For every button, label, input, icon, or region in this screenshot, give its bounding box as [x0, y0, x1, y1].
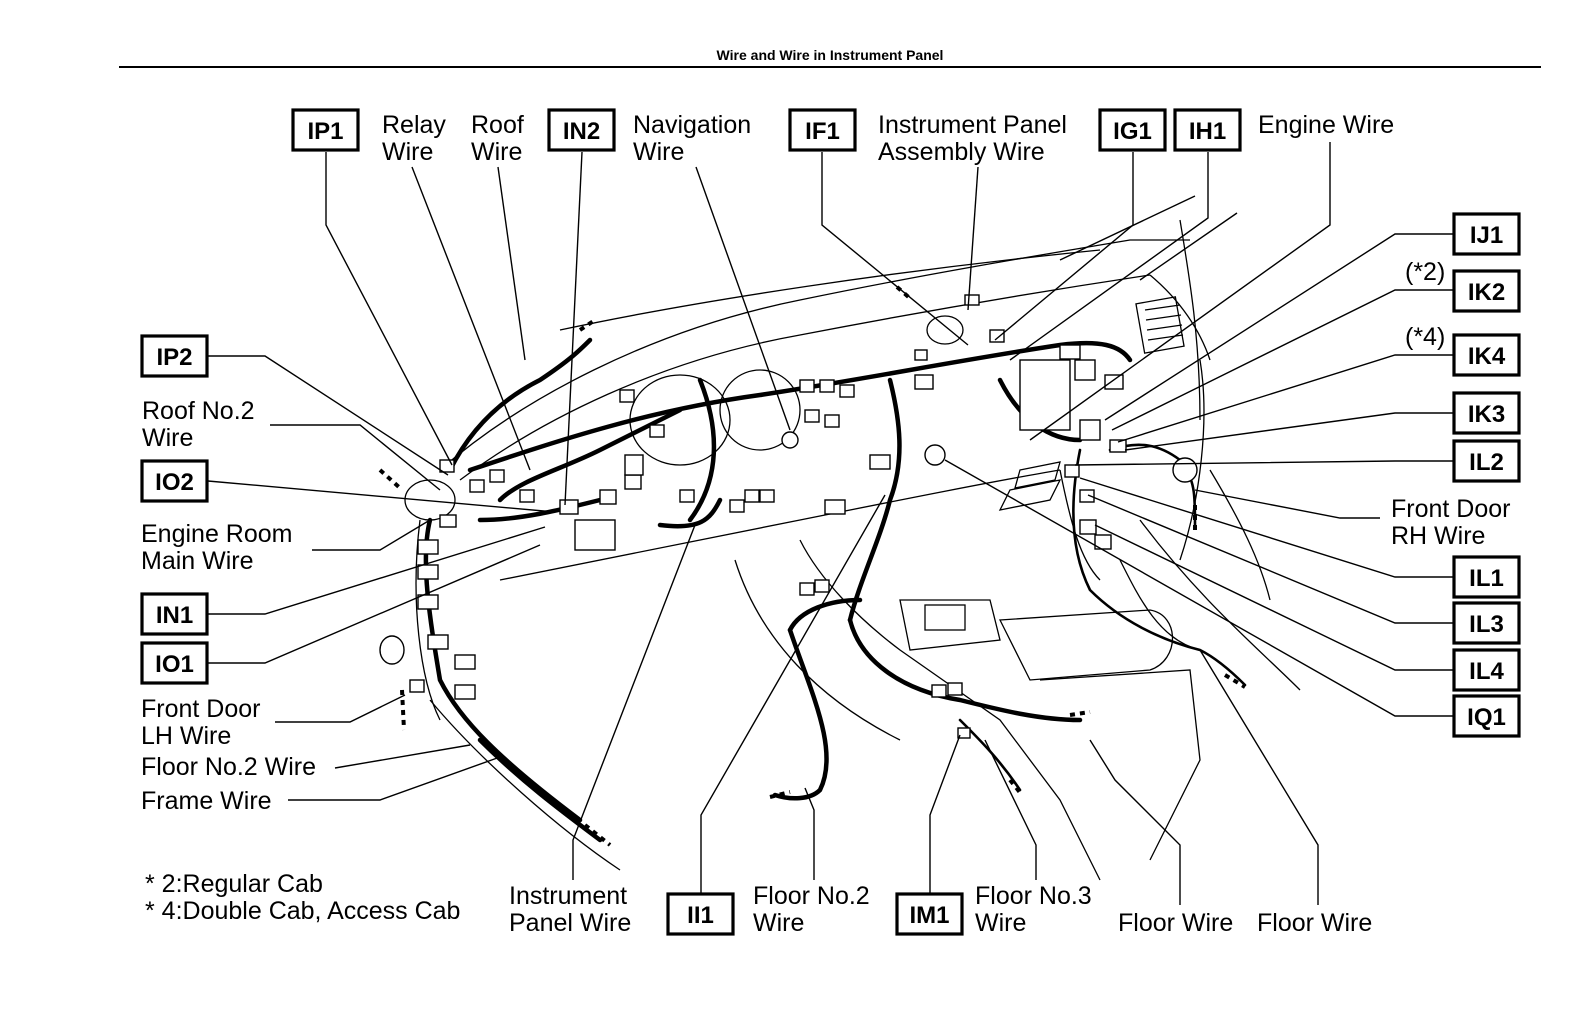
code-ik3: IK3 [1468, 401, 1505, 428]
connector-if1: IF1 [788, 108, 857, 152]
connector-io1: IO1 [140, 641, 209, 685]
code-iq1: IQ1 [1467, 704, 1506, 731]
connector-io2: IO2 [140, 459, 209, 503]
connector-in2: IN2 [547, 108, 616, 152]
label-floor-no2-wire-left: Floor No.2 Wire [141, 753, 316, 781]
connector-ik3: IK3 [1452, 391, 1521, 435]
label-floor-wire-2: Floor Wire [1257, 909, 1372, 937]
connector-ip2: IP2 [140, 334, 209, 378]
label-note-4: (*4) [1405, 323, 1445, 351]
connector-in1: IN1 [140, 592, 209, 636]
label-frame-wire: Frame Wire [141, 787, 272, 815]
code-im1: IM1 [909, 902, 949, 929]
page-title: Wire and Wire in Instrument Panel [717, 47, 944, 63]
leader-lines [207, 142, 1453, 905]
footnote-regular-cab: * 2:Regular Cab [145, 870, 323, 898]
code-ii1: II1 [687, 902, 714, 929]
connector-il4: IL4 [1452, 648, 1521, 692]
code-if1: IF1 [805, 118, 840, 145]
code-in2: IN2 [563, 118, 600, 145]
code-il3: IL3 [1469, 611, 1504, 638]
code-in1: IN1 [156, 602, 193, 629]
code-ig1: IG1 [1113, 118, 1152, 145]
connector-il1: IL1 [1452, 555, 1521, 599]
connector-blocks [379, 294, 1198, 739]
wire-harness [378, 285, 1247, 847]
label-engine-wire: Engine Wire [1258, 111, 1394, 139]
code-il1: IL1 [1469, 565, 1504, 592]
connector-ii1: II1 [666, 892, 735, 936]
label-note-2: (*2) [1405, 258, 1445, 286]
code-ih1: IH1 [1189, 118, 1226, 145]
code-ip1: IP1 [307, 118, 343, 145]
code-ik2: IK2 [1468, 279, 1505, 306]
connector-il3: IL3 [1452, 601, 1521, 645]
connector-im1: IM1 [895, 892, 964, 936]
connector-ip1: IP1 [291, 108, 360, 152]
code-il4: IL4 [1469, 658, 1504, 685]
connector-iq1: IQ1 [1452, 694, 1521, 738]
connector-ik4: IK4 [1452, 333, 1521, 377]
instrument-panel-drawing [404, 219, 1301, 881]
label-floor-wire-1: Floor Wire [1118, 909, 1233, 937]
connector-ik2: IK2 [1452, 269, 1521, 313]
connector-ig1: IG1 [1098, 108, 1167, 152]
connector-il2: IL2 [1452, 439, 1521, 483]
connector-ih1: IH1 [1173, 108, 1242, 152]
code-io1: IO1 [155, 651, 194, 678]
code-il2: IL2 [1469, 449, 1504, 476]
code-io2: IO2 [155, 469, 194, 496]
code-ik4: IK4 [1468, 343, 1506, 370]
code-ip2: IP2 [156, 344, 192, 371]
connector-ij1: IJ1 [1452, 212, 1521, 256]
footnote-double-cab: * 4:Double Cab, Access Cab [145, 897, 460, 925]
code-ij1: IJ1 [1470, 222, 1503, 249]
